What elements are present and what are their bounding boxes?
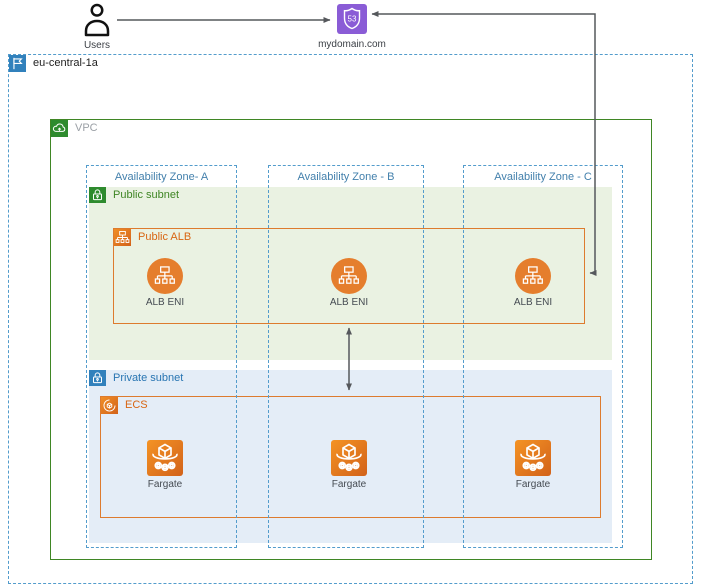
ecs-icon	[101, 397, 118, 414]
lock-icon	[89, 370, 106, 386]
ecs-label: ECS	[125, 399, 148, 411]
availability-zone-b: Availability Zone - B	[268, 165, 424, 548]
az-a-label: Availability Zone- A	[114, 171, 209, 183]
az-c-label: Availability Zone - C	[494, 171, 592, 183]
fargate-node[interactable]	[147, 440, 183, 476]
route53-node[interactable]: 53	[337, 4, 367, 34]
private-subnet-label: Private subnet	[113, 372, 184, 384]
fargate-node[interactable]	[331, 440, 367, 476]
vpc-cloud-icon	[51, 120, 68, 137]
fargate-label: Fargate	[515, 479, 551, 490]
availability-zone-a: Availability Zone- A	[86, 165, 237, 548]
fargate-label: Fargate	[147, 479, 183, 490]
ecs-container: ECS	[100, 396, 601, 518]
fargate-node[interactable]	[515, 440, 551, 476]
fargate-label: Fargate	[331, 479, 367, 490]
alb-eni-node[interactable]	[515, 258, 551, 294]
public-alb-container: Public ALB	[113, 228, 585, 324]
fargate-icon	[331, 440, 367, 476]
fargate-icon	[515, 440, 551, 476]
svg-text:53: 53	[348, 15, 357, 24]
alb-eni-icon	[515, 258, 551, 294]
region-flag-icon	[9, 55, 26, 72]
alb-eni-icon	[331, 258, 367, 294]
alb-eni-label: ALB ENI	[145, 297, 185, 308]
az-b-label: Availability Zone - B	[297, 171, 395, 183]
public-alb-label: Public ALB	[138, 231, 192, 243]
route53-icon: 53	[337, 4, 367, 34]
alb-eni-node[interactable]	[147, 258, 183, 294]
alb-eni-icon	[147, 258, 183, 294]
alb-eni-label: ALB ENI	[513, 297, 553, 308]
fargate-icon	[147, 440, 183, 476]
availability-zone-c: Availability Zone - C	[463, 165, 623, 548]
public-subnet-label: Public subnet	[113, 189, 180, 201]
users-node[interactable]	[82, 2, 112, 38]
users-label: Users	[83, 40, 111, 51]
alb-eni-label: ALB ENI	[329, 297, 369, 308]
user-icon	[84, 3, 110, 37]
domain-label: mydomain.com	[318, 39, 386, 50]
region-container: eu-central-1a	[8, 54, 693, 584]
vpc-label: VPC	[75, 122, 98, 134]
alb-eni-node[interactable]	[331, 258, 367, 294]
lock-icon	[89, 187, 106, 203]
vpc-container: VPC	[50, 119, 652, 560]
region-label: eu-central-1a	[33, 57, 98, 69]
load-balancer-icon	[114, 229, 131, 246]
